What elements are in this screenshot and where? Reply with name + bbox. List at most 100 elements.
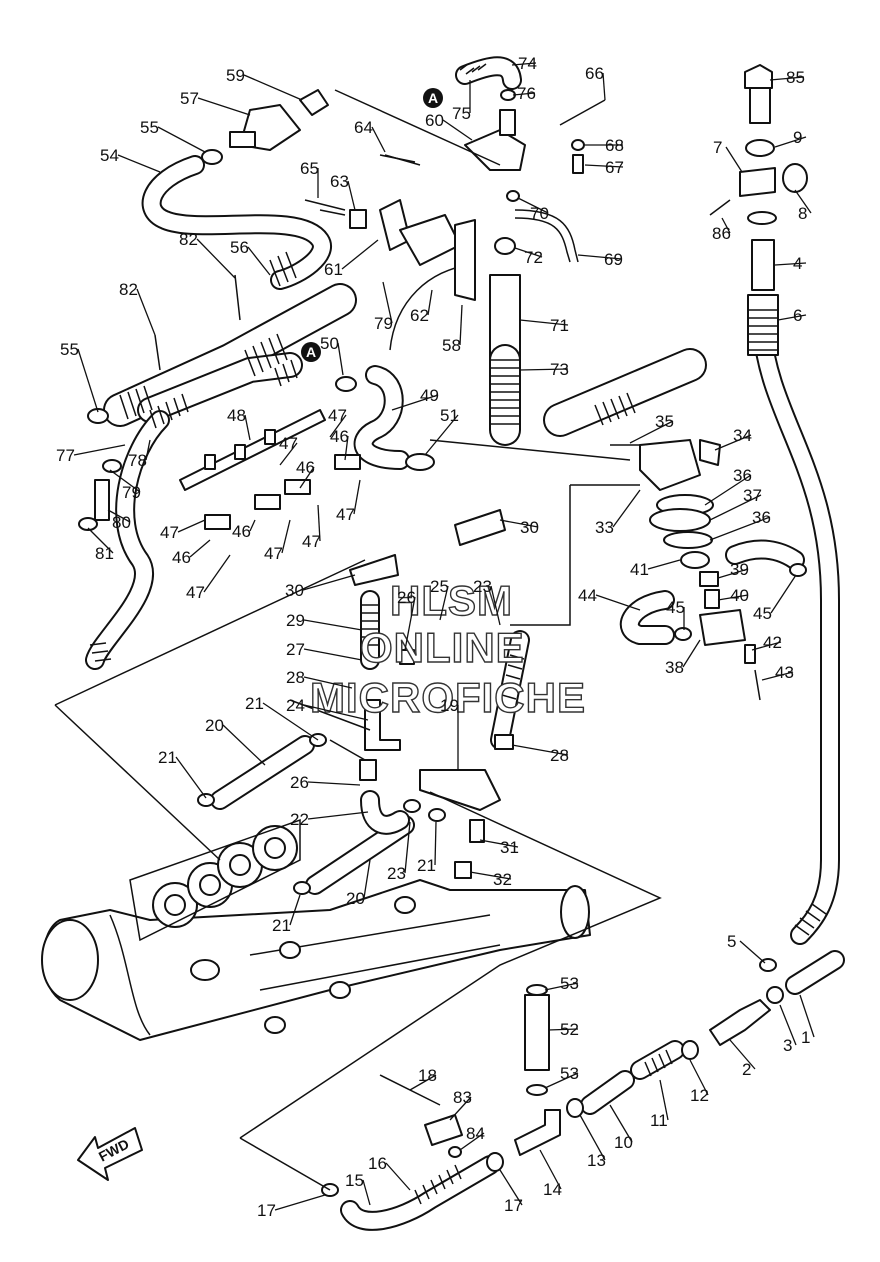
callout-29: 29 — [286, 611, 305, 630]
leader-line — [709, 494, 762, 521]
leader-line — [459, 1132, 485, 1151]
callout-39: 39 — [730, 560, 749, 579]
callout-72: 72 — [524, 248, 543, 267]
leader-line — [427, 289, 433, 316]
leader-line — [519, 319, 569, 326]
leader-line — [145, 439, 151, 461]
callout-63: 63 — [330, 172, 349, 191]
leader-line — [404, 821, 411, 874]
leader-line — [391, 394, 439, 411]
callout-1: 1 — [801, 1028, 810, 1047]
callout-41: 41 — [630, 560, 649, 579]
callout-2: 2 — [742, 1060, 751, 1079]
leader-line — [303, 704, 369, 721]
leader-line — [799, 994, 815, 1038]
leader-line — [262, 702, 319, 741]
leader-line — [721, 217, 731, 234]
callout-13: 13 — [587, 1151, 606, 1170]
leader-line — [175, 756, 207, 799]
callout-43: 43 — [775, 663, 794, 682]
leader-line — [439, 585, 449, 621]
leader-line — [739, 940, 766, 964]
callout-36: 36 — [752, 508, 771, 527]
leader-line — [73, 444, 126, 456]
leader-line — [337, 342, 344, 376]
leader-line — [362, 1179, 371, 1206]
leader-line — [647, 559, 681, 570]
callout-36: 36 — [733, 466, 752, 485]
leader-line — [449, 1096, 472, 1121]
callout-47: 47 — [160, 523, 179, 542]
leader-line — [371, 126, 386, 153]
callout-69: 69 — [604, 250, 623, 269]
callout-71: 71 — [550, 316, 569, 335]
callout-55: 55 — [140, 118, 159, 137]
callout-27: 27 — [286, 640, 305, 659]
leader-line — [511, 744, 569, 756]
callout-38: 38 — [665, 658, 684, 677]
callout-76: 76 — [517, 84, 536, 103]
callout-45: 45 — [666, 598, 685, 617]
svg-text:A: A — [428, 90, 438, 106]
leader-line — [136, 288, 156, 336]
svg-text:MICROFICHE: MICROFICHE — [310, 674, 586, 721]
callout-56: 56 — [230, 238, 249, 257]
leader-line — [249, 519, 256, 532]
callout-82: 82 — [179, 230, 198, 249]
corrugations — [89, 63, 827, 1205]
leader-line — [307, 811, 369, 820]
leader-line — [577, 254, 623, 260]
callout-7: 7 — [713, 138, 722, 157]
fwd-arrow-icon: FWD — [77, 1127, 143, 1181]
callout-47: 47 — [302, 532, 321, 551]
exhaust-manifold — [41, 818, 591, 1041]
callout-21: 21 — [417, 856, 436, 875]
callout-26: 26 — [397, 588, 416, 607]
leader-line — [514, 247, 543, 258]
leader-line — [117, 154, 161, 173]
leader-line — [409, 1074, 437, 1091]
callout-82: 82 — [119, 280, 138, 299]
callout-21: 21 — [272, 916, 291, 935]
callout-67: 67 — [605, 158, 624, 177]
leader-line — [307, 781, 361, 786]
leader-line — [434, 821, 437, 866]
leader-line — [289, 894, 301, 926]
callout-58: 58 — [442, 336, 461, 355]
leader-line — [281, 519, 291, 554]
hoses — [85, 56, 845, 1231]
callout-46: 46 — [296, 458, 315, 477]
leader-line — [197, 97, 251, 116]
callout-20: 20 — [205, 716, 224, 735]
callout-79: 79 — [374, 314, 393, 333]
leader-line — [424, 414, 459, 456]
callout-46: 46 — [330, 427, 349, 446]
leader-line — [779, 1004, 797, 1046]
leader-line — [517, 197, 549, 214]
callout-22: 22 — [290, 810, 309, 829]
leader-line — [770, 574, 797, 614]
callout-47: 47 — [186, 583, 205, 602]
leader-line — [544, 982, 579, 991]
leader-line — [109, 469, 141, 493]
callout-55: 55 — [60, 340, 79, 359]
leader-line — [341, 239, 379, 270]
leader-line — [244, 414, 251, 441]
leader-line — [385, 1162, 411, 1191]
callout-23: 23 — [473, 577, 492, 596]
leader-line — [499, 519, 539, 528]
leader-line — [404, 596, 416, 651]
leader-line — [344, 435, 349, 461]
callout-25: 25 — [430, 577, 449, 596]
callout-8: 8 — [798, 204, 807, 223]
leader-line — [709, 516, 771, 541]
leader-line — [87, 527, 114, 554]
reference-marker-a-mid: A — [301, 342, 321, 362]
callout-47: 47 — [328, 406, 347, 425]
callout-49: 49 — [420, 386, 439, 405]
callout-46: 46 — [232, 522, 251, 541]
callout-53: 53 — [560, 1064, 579, 1083]
callout-15: 15 — [345, 1171, 364, 1190]
leader-line — [717, 568, 749, 579]
